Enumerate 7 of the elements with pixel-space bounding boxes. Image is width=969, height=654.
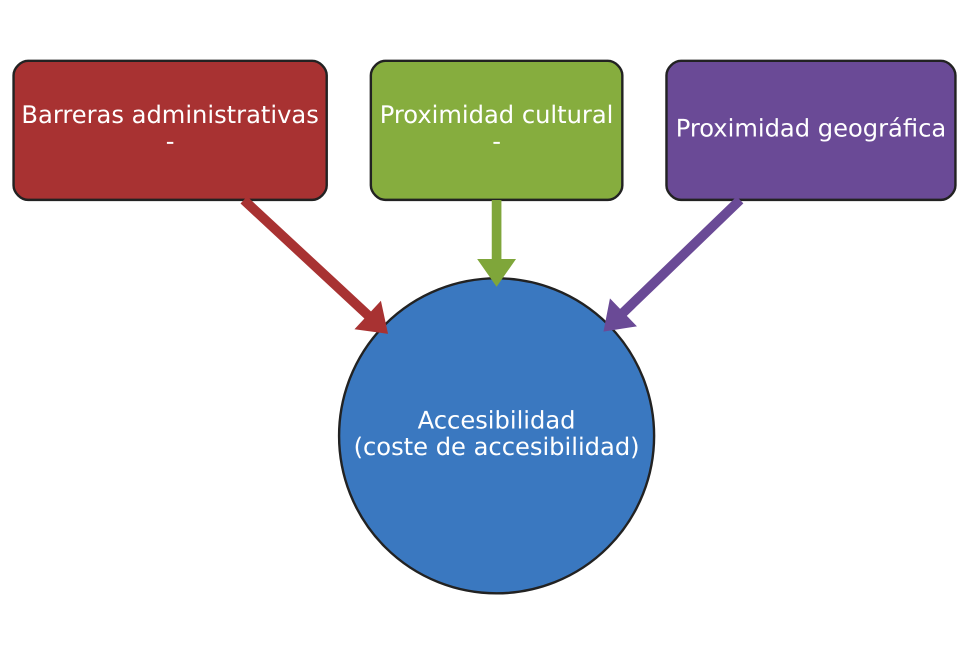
- node-box: Barreras administrativas -: [12, 60, 328, 202]
- node-circle: Accesibilidad (coste de accesibilidad): [338, 277, 656, 595]
- arrow: [477, 200, 516, 287]
- arrow: [603, 196, 744, 332]
- arrow: [240, 196, 388, 334]
- node-box: Proximidad geográfica: [665, 60, 957, 202]
- node-box: Proximidad cultural -: [370, 60, 624, 202]
